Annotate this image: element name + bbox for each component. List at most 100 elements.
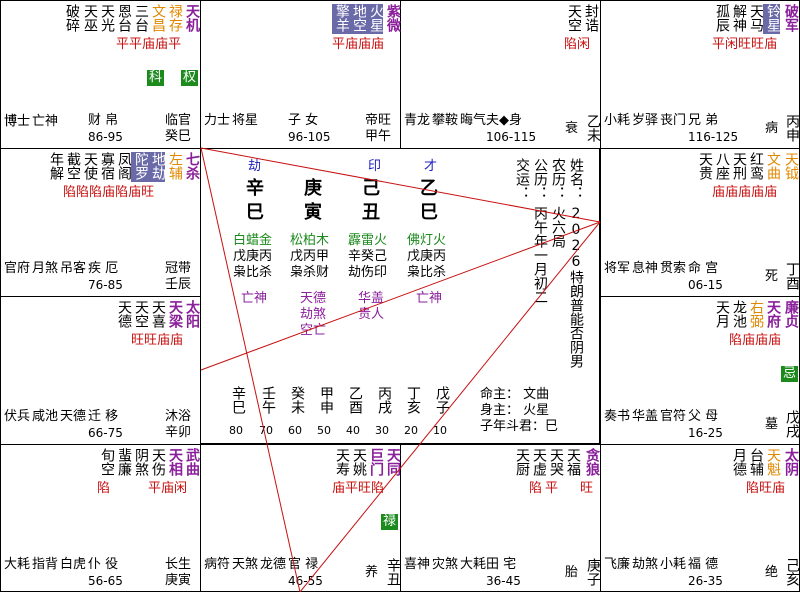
palace-name-zi: 田 宅: [486, 557, 517, 572]
minor-stars-mao: 伏兵咸池天德: [4, 409, 87, 424]
star-tianxi: 天喜: [150, 300, 166, 328]
minor-stars-wei: 青龙攀鞍晦气: [404, 113, 487, 128]
star-xunkong: 旬空: [99, 448, 115, 476]
sihua-lu-tag: 禄: [381, 514, 398, 530]
changsheng-zi: 胎: [565, 565, 579, 580]
star-fengge: 凤阁: [116, 152, 132, 180]
star-youbi: 右弼: [748, 300, 764, 328]
star-dikong: 地空: [349, 4, 367, 34]
palace-age-hai: 26-35: [688, 574, 723, 588]
dayun-gz-7: 戊子: [434, 386, 450, 414]
palace-chen[interactable]: [0, 148, 201, 297]
palace-age-zi: 36-45: [486, 574, 521, 588]
star-tiande: 天德: [116, 300, 132, 328]
star-wenchang: 文昌: [150, 4, 166, 32]
changsheng-si: 临官: [165, 113, 192, 128]
star-tianyao: 天姚: [351, 448, 367, 476]
pillar-hour-zhi: 巳: [420, 202, 438, 223]
palace-you[interactable]: [600, 148, 800, 297]
minor-stars-zi: 喜神灾煞大耗: [404, 557, 487, 572]
star-tiankui: 天魁: [765, 448, 781, 476]
dayun-gz-5: 丙戌: [376, 386, 392, 414]
pillar-month-gan: 庚: [304, 178, 322, 199]
changsheng-hai: 绝: [765, 565, 779, 580]
pillar-year-gan: 辛: [246, 178, 264, 199]
star-huoxing: 火星: [366, 4, 384, 34]
star-tianyue: 天钺: [783, 152, 799, 180]
info-lunar-date: 丙午年一月初二: [532, 206, 548, 304]
changsheng-shen: 病: [765, 121, 779, 136]
palace-hai[interactable]: [600, 444, 800, 592]
star-guasu: 寡宿: [99, 152, 115, 180]
dayun-gz-3: 甲申: [318, 386, 334, 414]
dayun-age-2: 60: [288, 424, 302, 437]
pillar-hour-shensha: 亡神: [416, 291, 443, 306]
star-tiankong: 天空: [566, 4, 582, 32]
palace-yin[interactable]: [0, 444, 201, 592]
star-wenqu: 文曲: [765, 152, 781, 180]
dou-jun: 子年斗君：巳: [480, 419, 559, 434]
pillar-day-canggan: 辛癸己: [348, 249, 388, 264]
palace-age-wei: 106-115: [486, 130, 537, 144]
dayun-age-5: 30: [375, 424, 389, 437]
ganzhi-chen: 壬辰: [165, 277, 192, 292]
star-jumen: 巨门: [368, 448, 384, 476]
brightness-wu: 平庙庙庙: [332, 37, 385, 52]
dayun-age-1: 70: [259, 424, 273, 437]
star-lingxing: 铃星: [763, 4, 781, 34]
star-taifu: 台辅: [748, 448, 764, 476]
pillar-day-shensha-2: 贵人: [358, 307, 385, 322]
palace-age-shen: 116-125: [688, 130, 739, 144]
star-tianguang: 天光: [99, 4, 115, 32]
star-fenggao: 封诰: [583, 4, 599, 32]
dayun-age-0: 80: [229, 424, 243, 437]
info-lunar: 农历：: [550, 158, 566, 200]
star-pojun: 破军: [783, 4, 799, 32]
pillar-month-canggan: 戊丙甲: [290, 249, 330, 264]
palace-si[interactable]: [0, 0, 201, 149]
star-bazuo: 八座: [714, 152, 730, 180]
pillar-year-shishen-hidden: 枭比杀: [233, 265, 273, 280]
star-tianji: 天机: [184, 4, 200, 32]
changsheng-you: 死: [765, 269, 779, 284]
ganzhi-mao: 辛卯: [165, 425, 192, 440]
palace-name-shen: 兄 弟: [688, 113, 719, 128]
minor-stars-xu: 奏书华盖官符: [604, 409, 687, 424]
brightness-zi: 陷平旺: [529, 481, 594, 496]
changsheng-yin: 长生: [165, 557, 192, 572]
ganzhi-zi: 庚子: [585, 558, 601, 586]
palace-xu[interactable]: [600, 296, 800, 445]
star-tianma: 天马: [748, 4, 764, 32]
minor-stars-si: 博士: [4, 114, 31, 129]
ganzhi-shen: 丙申: [784, 114, 800, 142]
pillar-year-shensha: 亡神: [241, 291, 268, 306]
palace-name-chen: 疾 厄: [88, 261, 119, 276]
palace-name-hai: 福 德: [688, 557, 719, 572]
star-tiankong2: 天空: [133, 300, 149, 328]
palace-age-wu: 96-105: [288, 130, 331, 144]
sihua-quan-tag: 权: [181, 70, 198, 86]
star-yuede: 月德: [731, 448, 747, 476]
pillar-day-nayin: 霹雷火: [348, 233, 388, 248]
pillar-month-shensha-3: 空亡: [300, 323, 327, 338]
pillar-hour-nayin: 佛灯火: [407, 233, 447, 248]
sihua-ji-tag: 忌: [781, 366, 798, 382]
palace-mao[interactable]: [0, 296, 201, 445]
star-qingyang: 擎羊: [332, 4, 350, 34]
pillar-month-shensha-2: 劫煞: [300, 307, 327, 322]
sihua-ke-tag: 科: [147, 70, 164, 86]
star-jieshen: 解神: [731, 4, 747, 32]
star-tiangui: 天贵: [697, 152, 713, 180]
brightness-chou: 庙平旺陷: [332, 481, 385, 496]
star-jiekong: 截空: [65, 152, 81, 180]
changsheng-wei: 衰: [565, 121, 579, 136]
pillar-day-shishen-hidden: 劫伤印: [348, 265, 388, 280]
star-tianchu: 天厨: [514, 448, 530, 476]
star-zuofu: 左辅: [167, 152, 183, 180]
star-lucun: 禄存: [167, 4, 183, 32]
star-hongluan: 红鸾: [748, 152, 764, 180]
pillar-year-shishen: 劫: [248, 159, 262, 174]
pillar-month-nayin: 松柏木: [290, 233, 330, 248]
star-tianxing: 天刑: [731, 152, 747, 180]
ganzhi-wu: 甲午: [365, 129, 392, 144]
